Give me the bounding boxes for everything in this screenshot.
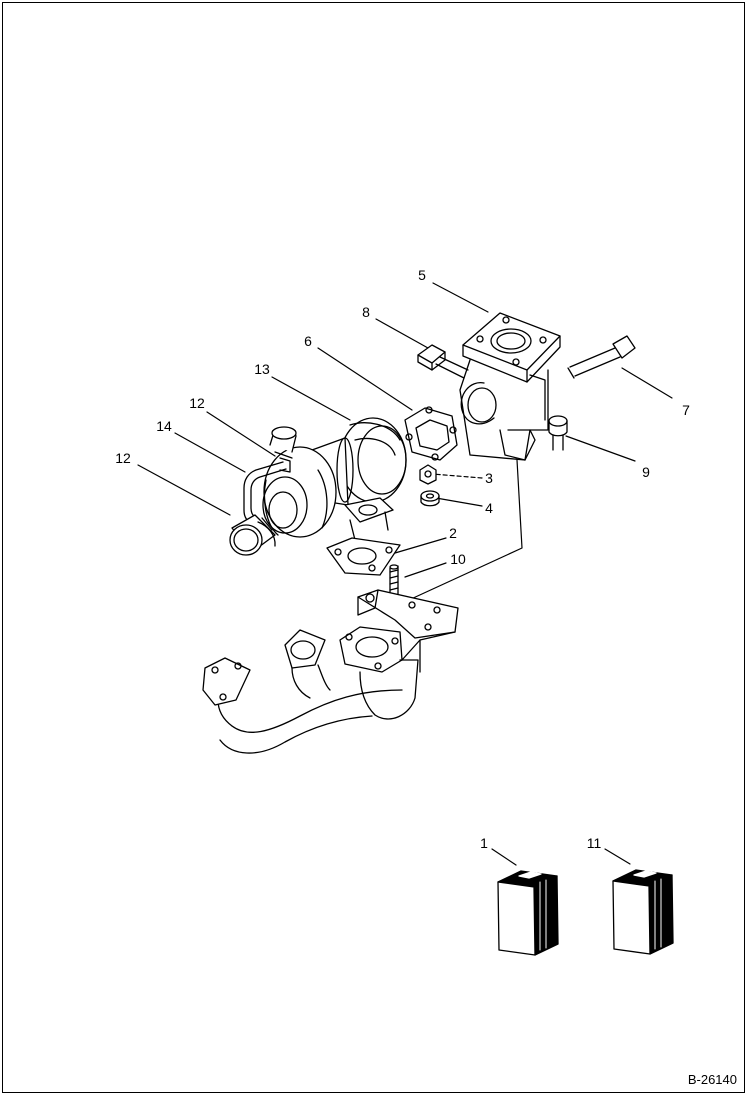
callout-11: 11 [586,835,602,851]
callout-12-lower: 12 [115,450,131,466]
leader-6 [317,347,413,411]
callout-14: 14 [156,418,172,434]
leader-9 [565,435,636,462]
bolt-9 [548,415,568,451]
callout-6: 6 [304,333,312,349]
exhaust-manifold [202,589,459,754]
turbocharger [262,417,407,541]
exhaust-elbow [459,312,561,461]
leader-14 [174,432,246,473]
gasket-6 [404,406,458,461]
kit-box-1 [497,870,559,956]
callout-12-upper: 12 [189,395,205,411]
leader-12-upper [206,411,276,457]
leader-3 [431,473,483,479]
leader-lines [137,282,673,866]
leader-12-lower [137,464,231,516]
callout-8: 8 [362,304,370,320]
leader-10 [404,562,447,578]
leader-8 [375,318,429,349]
leader-1 [491,848,517,866]
nut-3 [419,464,437,485]
callout-2: 2 [449,525,457,541]
callout-9: 9 [642,464,650,480]
washer-4 [420,490,440,507]
leader-4 [435,497,483,507]
gasket-2 [326,537,401,576]
callout-7: 7 [682,402,690,418]
assembly-line [397,459,523,606]
leader-7 [621,367,673,399]
leader-5 [432,282,489,313]
kit-box-11 [612,869,674,955]
callout-4: 4 [485,500,493,516]
callout-1: 1 [480,835,488,851]
leader-11 [604,848,631,865]
figure-id-label: B-26140 [687,1072,737,1087]
callout-3: 3 [485,470,493,486]
callout-13: 13 [254,361,270,377]
bolt-8 [417,344,469,379]
callout-10: 10 [450,551,466,567]
bolt-7 [567,335,636,379]
leader-13 [271,376,351,421]
stud-10 [389,564,399,597]
callout-5: 5 [418,267,426,283]
leader-2 [394,537,447,554]
hose-adapter-12 [229,514,276,556]
